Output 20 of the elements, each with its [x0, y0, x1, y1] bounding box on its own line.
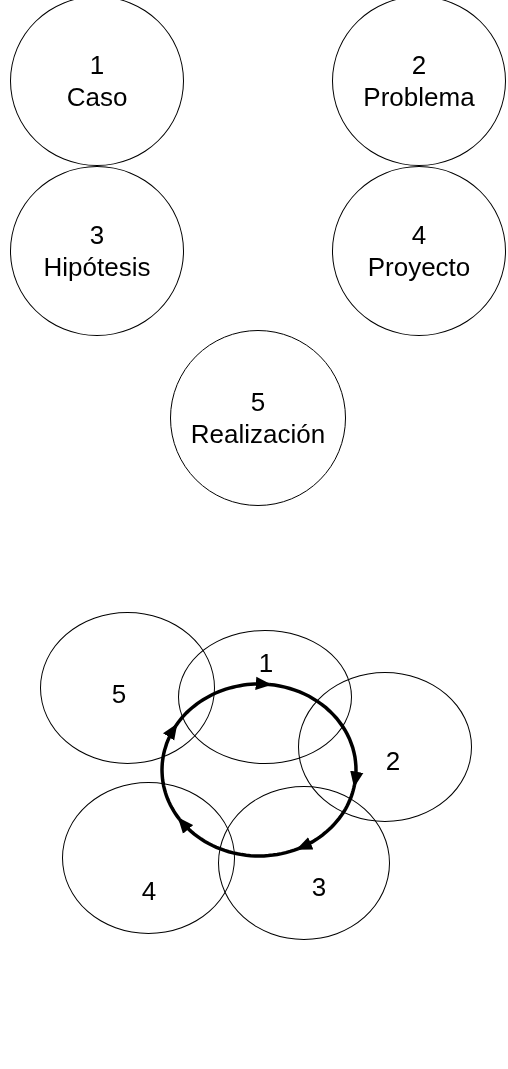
cycle-arrow: [160, 723, 181, 821]
step-number: 2: [385, 748, 401, 774]
cycle-arrow: [174, 676, 272, 727]
step-label: Hipótesis: [43, 251, 151, 283]
step-label: Proyecto: [367, 251, 471, 283]
cycle-arrow: [268, 682, 364, 788]
step-label: Caso: [66, 81, 128, 113]
step-number: 2: [411, 49, 427, 81]
step-number: 5: [111, 681, 127, 707]
step-label: Realización: [190, 418, 326, 450]
step-number: 1: [89, 49, 105, 81]
step-number: 3: [89, 219, 105, 251]
cycle-arrow: [296, 784, 357, 851]
step-number: 4: [411, 219, 427, 251]
step-number: 1: [258, 650, 274, 676]
cycle-arrow: [177, 817, 300, 858]
step-number: 3: [311, 874, 327, 900]
step-number: 5: [250, 386, 266, 418]
step-label: Problema: [363, 81, 475, 113]
step-number: 4: [141, 878, 157, 904]
